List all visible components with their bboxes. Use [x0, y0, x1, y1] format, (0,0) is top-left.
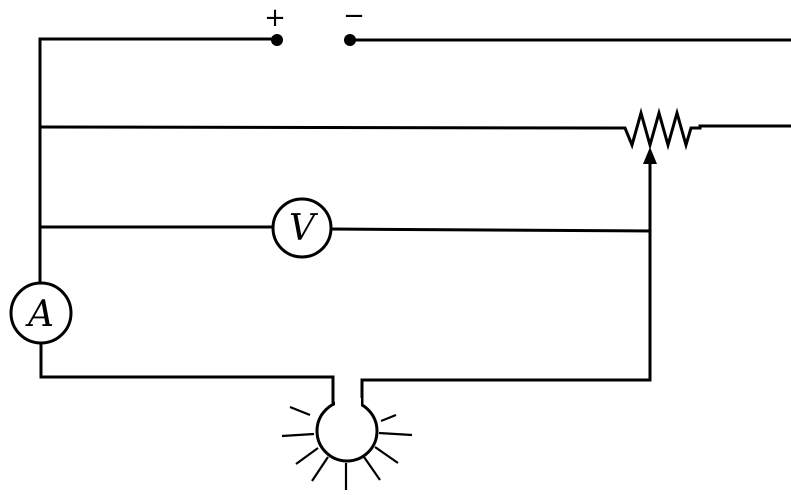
light-ray: [289, 405, 311, 417]
light-ray: [281, 432, 315, 438]
power-supply: + −: [38, 1, 791, 46]
light-ray: [295, 447, 319, 465]
positive-sign: +: [264, 3, 286, 33]
bulb-neck-cover: [335, 398, 361, 410]
voltmeter-right-wire: [329, 227, 652, 233]
light-ray: [380, 413, 397, 423]
rheostat-branch: [38, 107, 791, 382]
voltmeter: [271, 197, 333, 259]
rheostat-slider-arrow: [643, 147, 657, 164]
voltmeter-branch: V: [38, 197, 652, 259]
light-ray: [363, 456, 381, 481]
bulb-branch: [39, 375, 652, 490]
negative-sign: −: [343, 1, 365, 31]
rheostat-left-wire: [38, 125, 614, 130]
ammeter-label: A: [25, 294, 54, 335]
bottom-left-wire: [39, 375, 335, 410]
light-ray: [378, 431, 413, 437]
bulb-light-rays: [281, 405, 413, 490]
light-ray: [311, 456, 329, 482]
rheostat-resistor: [610, 107, 702, 151]
bottom-right-wire: [360, 378, 652, 410]
positive-terminal: [271, 34, 283, 46]
ammeter-group: A: [9, 281, 73, 345]
light-ray: [374, 446, 399, 464]
voltmeter-label: V: [289, 208, 319, 249]
ammeter: [9, 281, 73, 345]
